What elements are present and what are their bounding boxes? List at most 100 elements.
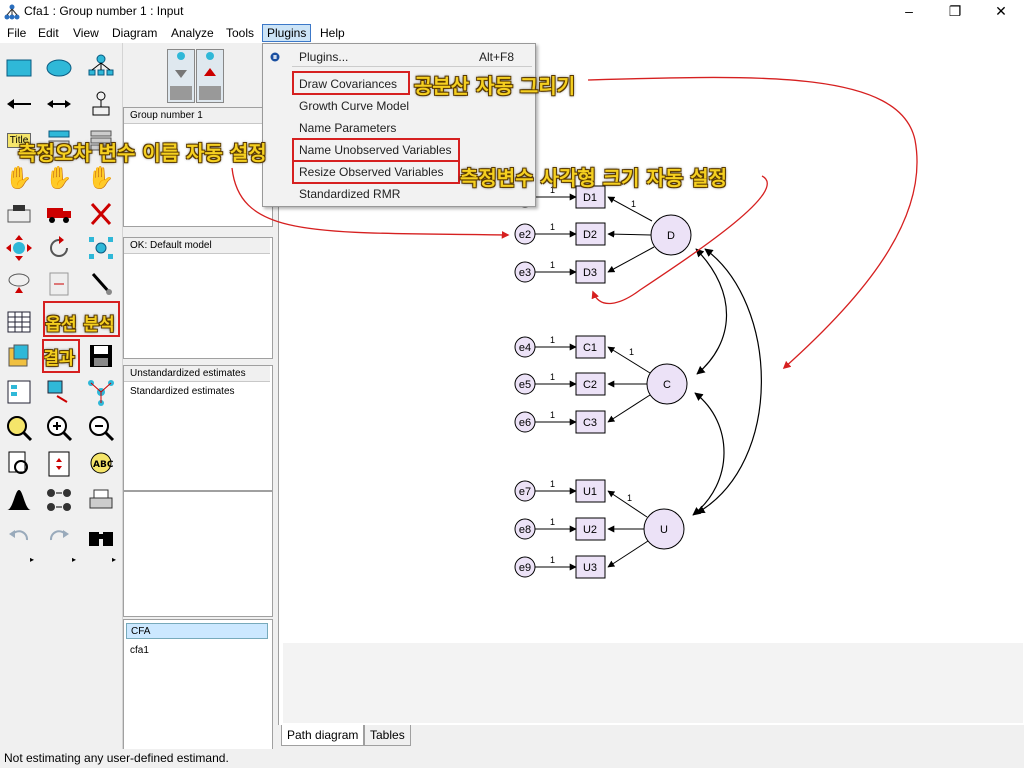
latent-label-u: U <box>660 524 668 536</box>
menu-item-name-unobserved-variables[interactable]: Name Unobserved Variables <box>299 143 452 157</box>
spell-check-icon[interactable]: ABC <box>86 449 116 479</box>
save-disk-icon[interactable] <box>86 341 116 371</box>
deselect-all-hand-icon[interactable]: ✋ <box>87 165 115 190</box>
resize-shape-icon[interactable] <box>4 233 34 263</box>
computation-summary-box <box>123 491 273 617</box>
draw-indicator-tool-icon[interactable] <box>86 53 116 83</box>
undo-icon[interactable] <box>4 521 34 551</box>
menu-edit[interactable]: Edit <box>38 26 59 40</box>
view-page-icon[interactable] <box>4 449 34 479</box>
touch-up-icon[interactable] <box>86 269 116 299</box>
zoom-out-icon[interactable] <box>86 413 116 443</box>
zoom-in-icon[interactable] <box>44 413 74 443</box>
menu-plugins[interactable]: Plugins <box>262 24 312 42</box>
tab-tables[interactable]: Tables <box>364 725 411 746</box>
rotate-indicators-icon[interactable] <box>44 233 74 263</box>
analysis-properties-icon[interactable]: 옵션 <box>44 307 78 337</box>
standardized-estimates-item[interactable]: Standardized estimates <box>130 386 235 397</box>
menu-diagram[interactable]: Diagram <box>112 26 158 40</box>
data-files-icon[interactable] <box>4 307 34 337</box>
menu-file[interactable]: File <box>7 26 27 40</box>
list-variables-model-icon[interactable] <box>44 125 74 155</box>
analysis-annotation-label: 분석 <box>83 314 115 335</box>
observed-label-d3: D3 <box>583 267 597 279</box>
menu-tools[interactable]: Tools <box>226 26 255 40</box>
status-bar: Not estimating any user-defined estimand… <box>0 749 1024 768</box>
reflect-indicators-icon[interactable] <box>86 233 116 263</box>
select-one-hand-icon[interactable]: ✋ <box>5 165 33 190</box>
menu-item-draw-covariances[interactable]: Draw Covariances <box>299 77 398 91</box>
close-button[interactable]: ✕ <box>995 3 1007 19</box>
error-label-e6: e6 <box>519 417 531 429</box>
select-all-hand-icon[interactable]: ✋ <box>45 165 73 190</box>
more-tools-arrow-icon[interactable]: ▸ <box>30 555 35 564</box>
weight-label-3: 1 <box>550 260 555 270</box>
weight-label-6: 1 <box>550 410 555 420</box>
calculate-estimates-icon[interactable]: 분석 <box>82 307 116 337</box>
draw-observed-tool-icon[interactable] <box>4 53 34 83</box>
title-tool-icon[interactable]: Title <box>4 125 34 155</box>
drag-properties-icon[interactable] <box>44 377 74 407</box>
tab-path-diagram[interactable]: Path diagram <box>281 725 365 746</box>
erase-x-icon[interactable] <box>86 199 116 229</box>
more-tools-arrow-icon[interactable]: ▸ <box>112 555 117 564</box>
redo-icon[interactable] <box>44 521 74 551</box>
title-bar: Cfa1 : Group number 1 : Input – ❐ ✕ <box>0 0 1024 23</box>
resize-observed-highlight <box>292 160 460 184</box>
menu-help[interactable]: Help <box>320 26 345 40</box>
degrees-of-freedom-icon[interactable] <box>44 485 74 515</box>
menu-item-resize-observed-variables[interactable]: Resize Observed Variables <box>299 165 444 179</box>
results-annotation-label: 결과 <box>43 348 75 369</box>
menu-item-plugins[interactable]: Plugins... <box>299 50 349 64</box>
error-label-e2: e2 <box>519 229 531 241</box>
file-item-cfa1[interactable]: cfa1 <box>130 645 149 656</box>
unstandardized-estimates-item[interactable]: Unstandardized estimates <box>124 366 270 382</box>
scroll-icon[interactable] <box>44 269 74 299</box>
svg-text:ABC: ABC <box>93 460 114 470</box>
minimize-button[interactable]: – <box>905 3 913 19</box>
unique-variable-icon[interactable] <box>86 89 116 119</box>
latent-label-c: C <box>663 379 671 391</box>
menu-view[interactable]: View <box>73 26 99 40</box>
options-analysis-highlight <box>43 301 120 337</box>
results-highlight <box>42 339 80 373</box>
groups-box: Group number 1 <box>123 107 273 227</box>
weight-label-2: 1 <box>550 222 555 232</box>
preserve-symmetries-icon[interactable] <box>86 377 116 407</box>
menu-item-standardized-rmr[interactable]: Standardized RMR <box>299 187 401 201</box>
error-paths <box>535 193 577 571</box>
amos-app-icon <box>4 4 20 20</box>
annotation-resize-observed: 측정변수 사각형 크기 자동 설정 <box>460 166 728 190</box>
print-icon[interactable] <box>86 485 116 515</box>
covariance-arrow-icon[interactable] <box>44 89 74 119</box>
menu-analyze[interactable]: Analyze <box>171 26 214 40</box>
error-label-e3: e3 <box>519 267 531 279</box>
view-text-icon[interactable] <box>4 341 34 371</box>
list-variables-dataset-icon[interactable] <box>86 125 116 155</box>
options-annotation-label: 옵션 <box>45 314 77 335</box>
maximize-button[interactable]: ❐ <box>948 3 962 19</box>
menu-item-name-parameters[interactable]: Name Parameters <box>299 121 397 135</box>
more-tools-arrow-icon[interactable]: ▸ <box>72 555 77 564</box>
view-input-button[interactable] <box>167 49 195 103</box>
fit-to-page-icon[interactable] <box>44 449 74 479</box>
binoculars-icon[interactable] <box>86 521 116 551</box>
view-output-diagram-button[interactable] <box>196 49 224 103</box>
object-properties-icon[interactable] <box>4 377 34 407</box>
normal-distribution-icon[interactable] <box>4 485 34 515</box>
draw-unobserved-tool-icon[interactable] <box>44 53 74 83</box>
error-label-e7: e7 <box>519 486 531 498</box>
move-parameter-icon[interactable] <box>4 269 34 299</box>
move-truck-icon[interactable] <box>44 199 74 229</box>
path-arrow-icon[interactable] <box>4 89 34 119</box>
menu-item-growth-curve-model[interactable]: Growth Curve Model <box>299 99 410 113</box>
model-item[interactable]: OK: Default model <box>124 238 270 254</box>
file-item-cfa[interactable]: CFA <box>126 623 268 639</box>
zoom-select-icon[interactable] <box>4 413 34 443</box>
group-item[interactable]: Group number 1 <box>124 108 270 124</box>
observed-label-u3: U3 <box>583 562 597 574</box>
copy-object-icon[interactable] <box>4 199 34 229</box>
status-text: Not estimating any user-defined estimand… <box>4 751 229 765</box>
view-output-icon[interactable]: 결과 <box>42 341 76 371</box>
weight-label-4: 1 <box>550 335 555 345</box>
